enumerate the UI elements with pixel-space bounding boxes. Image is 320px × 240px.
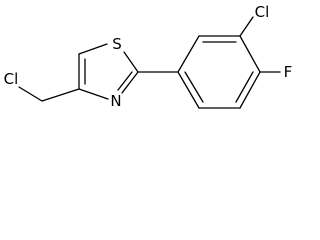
chloromethyl-group <box>18 86 80 102</box>
bond-cl-ch2 <box>18 86 43 102</box>
bond-ph-inner-left <box>184 71 204 103</box>
bond-c2-n3-inner <box>117 71 133 91</box>
atom-label-s: S <box>112 35 122 53</box>
chemical-structure-diagram: Cl S N Cl F <box>4 3 293 110</box>
bond-aryl-cl <box>239 16 254 37</box>
bond-s1-c2 <box>123 51 139 73</box>
bond-ph-inner-right <box>235 71 254 103</box>
atom-label-n: N <box>110 92 121 110</box>
bond-c2-n3 <box>121 71 139 94</box>
bond-ph-c4-c5 <box>239 71 261 109</box>
atom-label-cl-chloromethyl: Cl <box>4 70 19 88</box>
bond-ph-c1-c2 <box>177 35 200 73</box>
bond-ph-c3-c4 <box>239 35 261 73</box>
thiazole-ring <box>78 43 139 100</box>
atom-label-cl-aryl: Cl <box>255 3 270 21</box>
bond-n3-c4 <box>78 88 109 100</box>
bond-ph-c6-c1 <box>177 71 200 109</box>
atom-label-f: F <box>284 63 293 81</box>
phenyl-ring <box>177 35 261 109</box>
bond-c5-s1 <box>78 43 108 55</box>
bond-ch2-c4 <box>41 88 80 102</box>
